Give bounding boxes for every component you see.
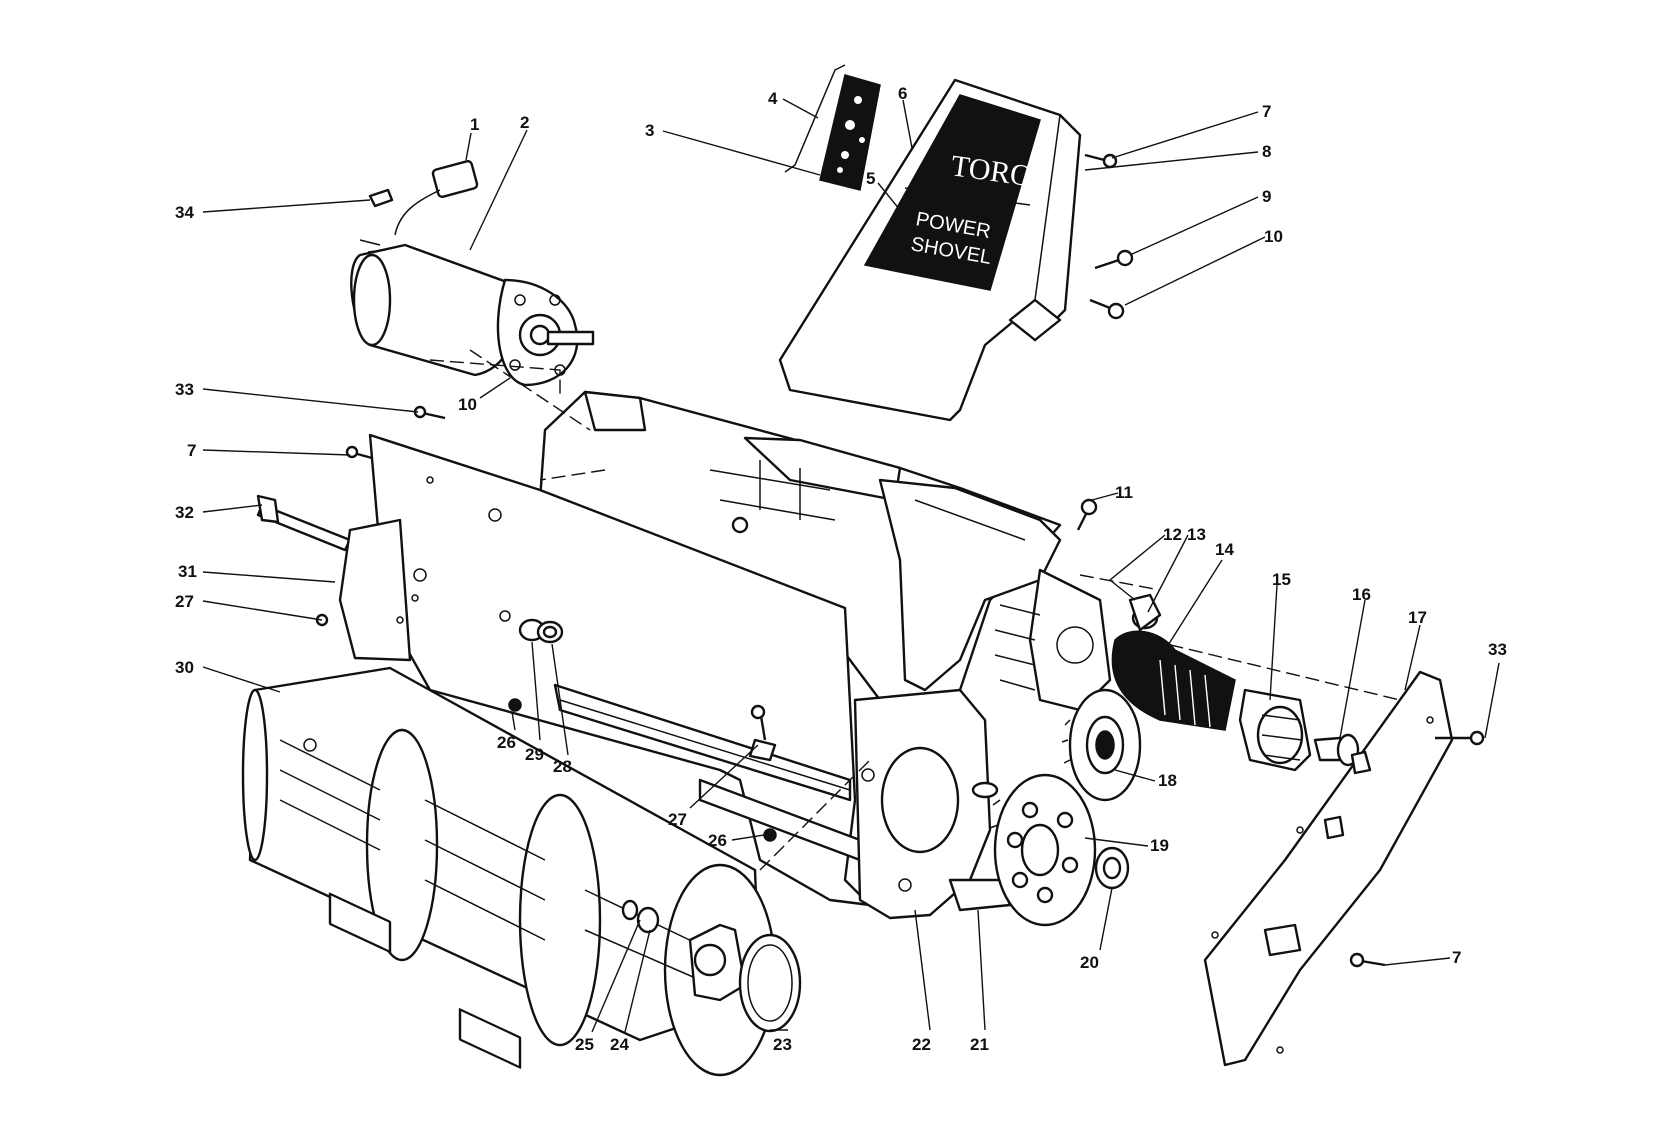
callout-33-right: 33 (1488, 640, 1507, 659)
hood-cover-part: TORO POWER SHOVEL (778, 78, 1082, 422)
filter-brush-part (784, 64, 881, 191)
callout-20: 20 (1080, 953, 1099, 972)
assembly-lines (429, 349, 1401, 871)
screw-10-hood (1089, 298, 1125, 320)
screw-27-mid (748, 704, 777, 762)
washer-24-25 (621, 899, 660, 934)
callout-5: 5 (866, 169, 875, 188)
bushing-16 (1313, 733, 1360, 767)
callout-14: 14 (1215, 540, 1234, 559)
callout-21: 21 (970, 1035, 989, 1054)
callout-27-mid: 27 (668, 810, 687, 829)
wire-clip-part (368, 188, 394, 208)
bearing-23 (738, 933, 802, 1033)
motor-part (350, 239, 595, 387)
callout-10-top: 10 (1264, 227, 1283, 246)
screw-7-right (1349, 952, 1386, 968)
callout-9: 9 (1262, 187, 1271, 206)
callout-25: 25 (575, 1035, 594, 1054)
nut-26-left (508, 698, 522, 712)
gear-15 (1238, 688, 1312, 772)
callout-18: 18 (1158, 771, 1177, 790)
callout-2: 2 (520, 113, 529, 132)
callout-labels: 1 2 3 4 5 6 7 8 9 10 34 33 10 7 32 31 27… (175, 84, 1507, 1054)
callout-4: 4 (768, 89, 778, 108)
callout-22: 22 (912, 1035, 931, 1054)
screw-11 (1076, 498, 1098, 531)
callout-7-right: 7 (1452, 948, 1461, 967)
callout-26-mid: 26 (708, 831, 727, 850)
screw-33-left (413, 405, 446, 420)
callout-23: 23 (773, 1035, 792, 1054)
callout-31: 31 (178, 562, 197, 581)
screw-7-left (345, 445, 373, 460)
callout-26-left: 26 (497, 733, 516, 752)
connector-part (394, 159, 479, 236)
callout-28: 28 (553, 757, 572, 776)
callout-27-left: 27 (175, 592, 194, 611)
callout-15: 15 (1272, 570, 1291, 589)
callout-32: 32 (175, 503, 194, 522)
callout-7-left: 7 (187, 441, 196, 460)
bushing-20 (1094, 846, 1130, 890)
housing-assembly (368, 390, 1112, 920)
callout-24: 24 (610, 1035, 629, 1054)
callout-3: 3 (645, 121, 654, 140)
rotor-auger-part (241, 666, 777, 1077)
leader-lines (202, 98, 1500, 1033)
callout-7-top: 7 (1262, 102, 1271, 121)
screw-7-hood (1084, 153, 1118, 169)
callout-1: 1 (470, 115, 479, 134)
washers-28-29 (518, 618, 564, 644)
belt-14 (1111, 630, 1236, 731)
callout-16: 16 (1352, 585, 1371, 604)
nut-26-mid (763, 828, 777, 842)
bolt-32 (256, 494, 352, 552)
callout-12: 12 (1163, 525, 1182, 544)
gear-19 (989, 773, 1097, 927)
bracket-31 (338, 518, 412, 662)
callout-10-left: 10 (458, 395, 477, 414)
callout-30: 30 (175, 658, 194, 677)
side-cover-part (1203, 670, 1454, 1067)
callout-8: 8 (1262, 142, 1271, 161)
callout-13: 13 (1187, 525, 1206, 544)
screw-33-right (1435, 730, 1485, 746)
callout-17: 17 (1408, 608, 1427, 627)
callout-6: 6 (898, 84, 907, 103)
screw-9 (1094, 249, 1134, 270)
callout-33-left: 33 (175, 380, 194, 399)
callout-34: 34 (175, 203, 194, 222)
callout-29: 29 (525, 745, 544, 764)
callout-11: 11 (1115, 483, 1133, 502)
callout-19: 19 (1150, 836, 1169, 855)
